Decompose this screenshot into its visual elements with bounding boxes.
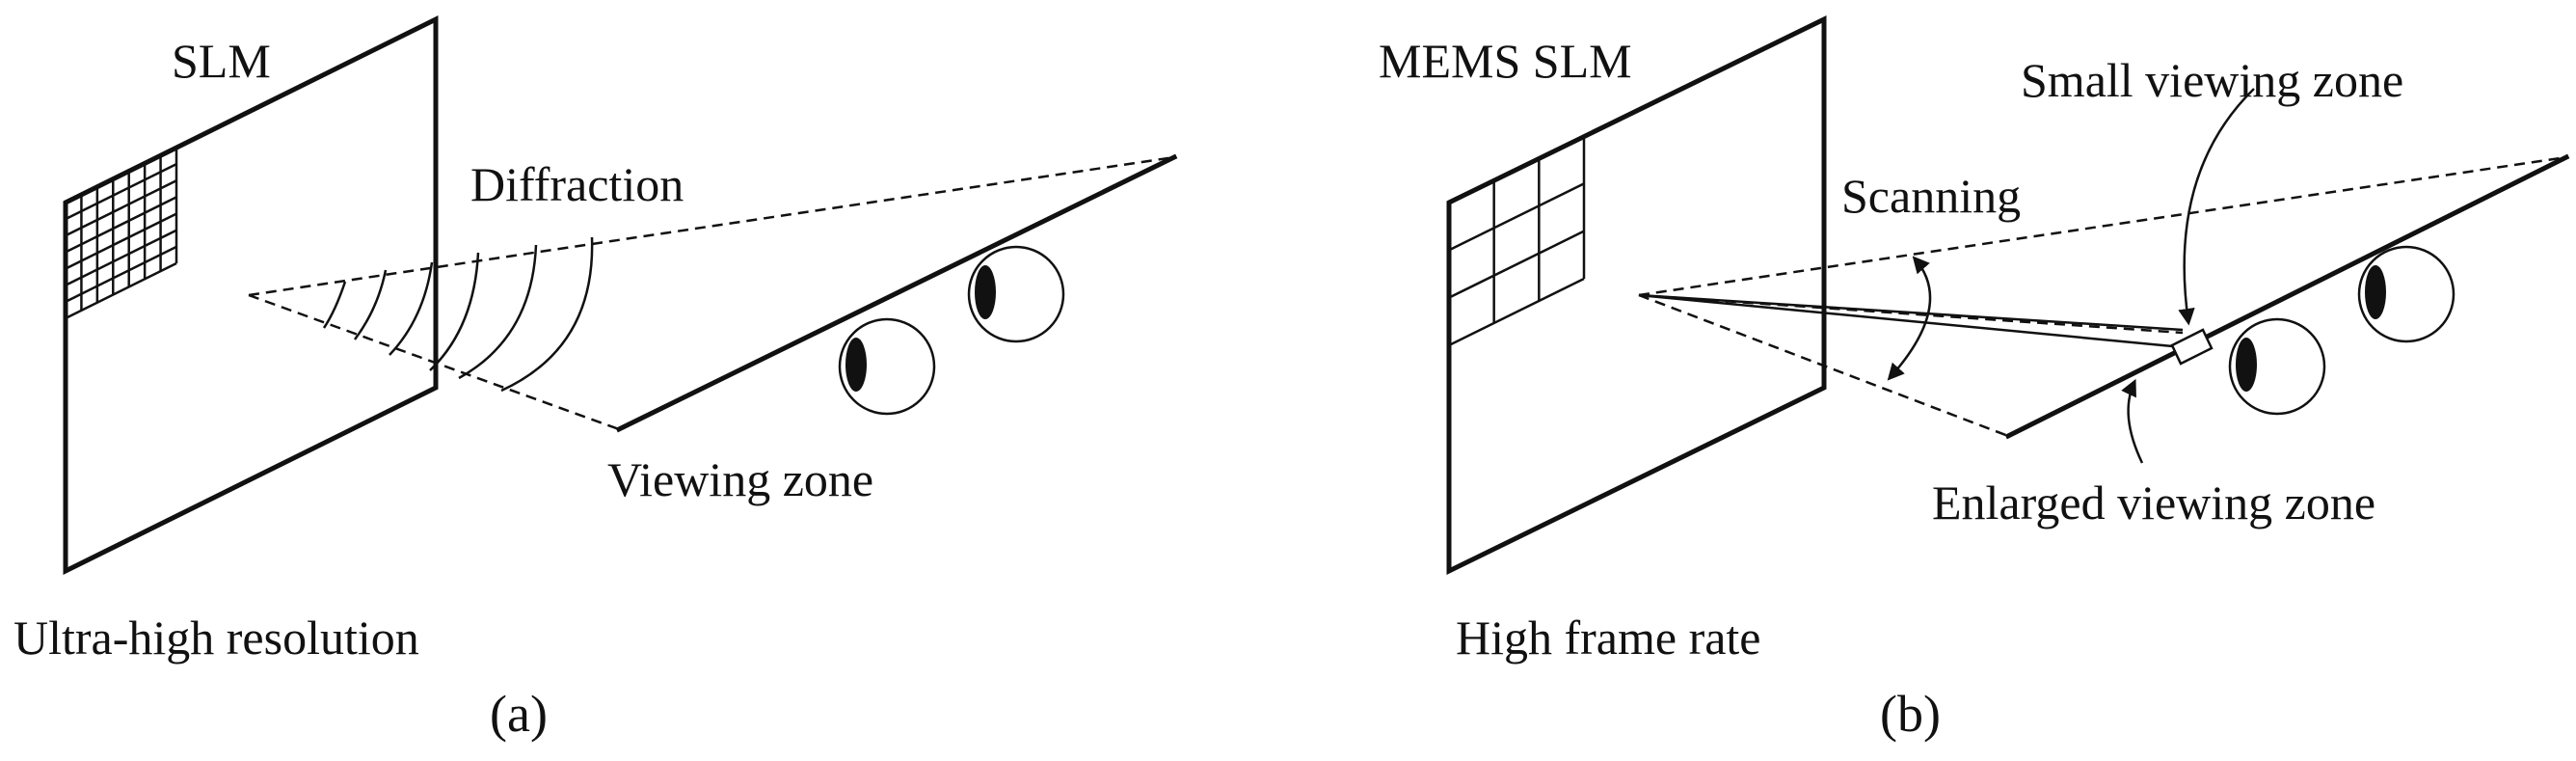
small-viewing-zone-box: [2170, 328, 2214, 366]
grid-line: [1448, 182, 1585, 252]
grid-line: [65, 179, 177, 237]
diffraction-wavefronts: [322, 236, 594, 393]
grid-line: [65, 212, 177, 270]
scan-beam-bottom: [1638, 293, 2184, 349]
scan-fan-lower: [1638, 293, 2009, 438]
panel-a: SLM Diffraction Viewing zone Ultra-high …: [13, 14, 1178, 743]
scanning-arrow: [1887, 256, 1932, 381]
grid-line: [65, 245, 177, 303]
slm-pixel-grid: [1447, 134, 1586, 347]
small-zone-callout-arrow: [2178, 88, 2255, 326]
enlarged-viewing-zone-label: Enlarged viewing zone: [1932, 476, 2375, 530]
caption-a: (a): [490, 685, 548, 743]
panel-b: MEMS SLM Scanning Small viewing zone Enl…: [1379, 14, 2570, 743]
grid-line: [1448, 134, 1585, 204]
grid-line: [65, 146, 177, 204]
slm-plate: [63, 14, 439, 576]
grid-line: [65, 196, 177, 254]
enlarged-zone-callout-arrow: [2121, 378, 2144, 464]
diffraction-cone-lower: [248, 293, 620, 431]
enlarged-viewing-zone-line: [2004, 153, 2570, 440]
scan-fan-upper: [1638, 155, 2567, 297]
resolution-label: Ultra-high resolution: [13, 611, 419, 665]
viewing-zone-label: Viewing zone: [607, 452, 873, 506]
scan-beam-top: [1638, 293, 2184, 332]
eye-icon: [967, 245, 1065, 343]
scanning-label: Scanning: [1841, 169, 2021, 223]
eye-icon: [2228, 317, 2326, 416]
mems-slm-label: MEMS SLM: [1379, 34, 1632, 88]
mems-slm-plate: [1446, 14, 1827, 576]
grid-line: [65, 261, 177, 320]
grid-line: [1448, 277, 1585, 347]
eye-icon: [838, 317, 936, 416]
grid-line: [65, 163, 177, 221]
diffraction-label: Diffraction: [470, 157, 684, 211]
caption-b: (b): [1880, 685, 1941, 743]
grid-line: [1448, 230, 1585, 299]
small-viewing-zone-label: Small viewing zone: [2021, 53, 2403, 107]
eye-icon: [2357, 245, 2455, 343]
frame-rate-label: High frame rate: [1456, 611, 1761, 665]
slm-label: SLM: [172, 34, 271, 88]
slm-pixel-grid: [64, 146, 178, 320]
viewing-zone-line: [615, 153, 1178, 433]
grid-line: [65, 229, 177, 286]
